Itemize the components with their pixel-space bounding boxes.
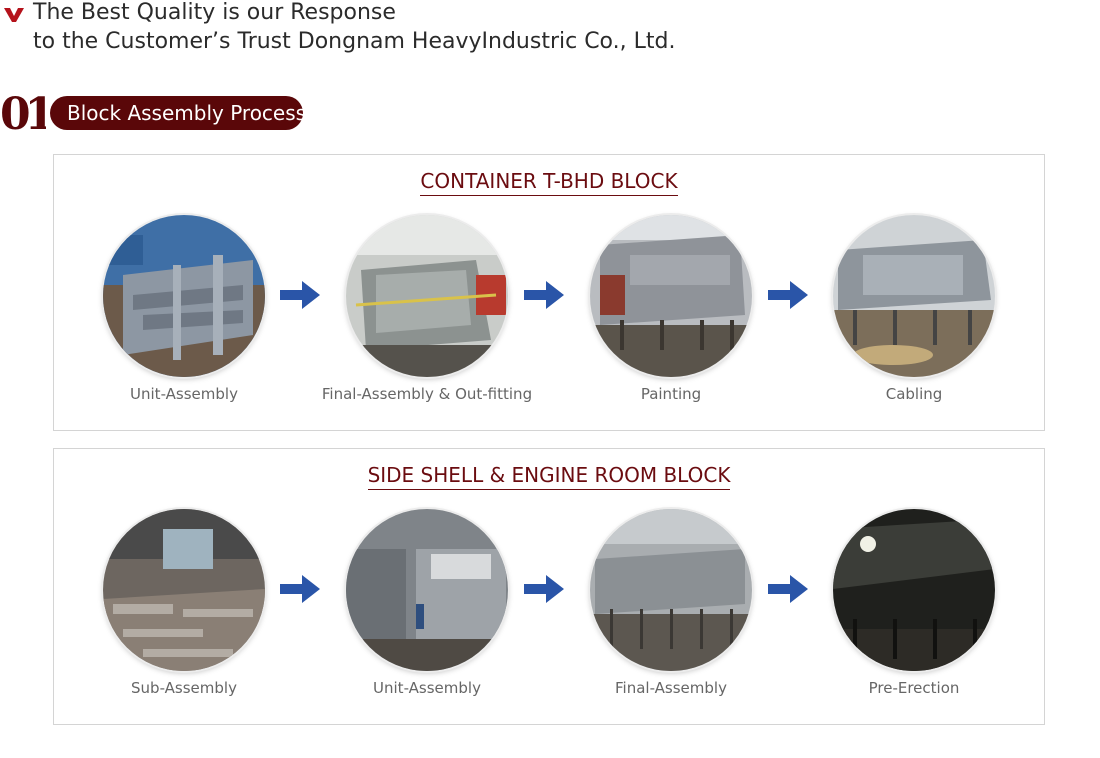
arrow-right-icon xyxy=(280,575,320,603)
step-label: Final-Assembly & Out-fitting xyxy=(321,385,533,403)
step-label: Painting xyxy=(640,385,702,403)
step-label: Unit-Assembly xyxy=(373,679,481,697)
process-step: Sub-Assembly xyxy=(64,509,304,697)
header-line-1: The Best Quality is our Response xyxy=(33,0,396,25)
section-title: Block Assembly Process xyxy=(50,96,306,130)
cabling-block-photo xyxy=(833,215,995,377)
header-line-2: to the Customer’s Trust Dongnam HeavyInd… xyxy=(33,29,676,54)
arrow-right-icon xyxy=(524,281,564,309)
arrow-right-icon xyxy=(280,281,320,309)
side-shell-photo xyxy=(590,509,752,671)
steel-blocks-photo xyxy=(103,215,265,377)
step-label: Sub-Assembly xyxy=(131,679,237,697)
block-title: SIDE SHELL & ENGINE ROOM BLOCK xyxy=(367,463,731,490)
arrow-right-icon xyxy=(524,575,564,603)
step-label: Unit-Assembly xyxy=(130,385,238,403)
dark-hall-photo xyxy=(833,509,995,671)
workshop-unit-photo xyxy=(346,509,508,671)
step-label: Pre-Erection xyxy=(868,679,960,697)
process-step: Cabling xyxy=(794,215,1034,403)
section-number: 01 xyxy=(0,93,46,133)
process-step: Unit-Assembly xyxy=(307,509,547,697)
process-step: Unit-Assembly xyxy=(64,215,304,403)
block-title: CONTAINER T-BHD BLOCK xyxy=(420,169,678,196)
side-shell-block-panel: SIDE SHELL & ENGINE ROOM BLOCK Sub-Assem… xyxy=(53,448,1045,725)
step-label: Final-Assembly xyxy=(615,679,727,697)
arrow-right-icon xyxy=(768,281,808,309)
container-block-panel: CONTAINER T-BHD BLOCK Unit-Assembly xyxy=(53,154,1045,431)
section-number-badge: 01 xyxy=(0,93,46,133)
process-step: Painting xyxy=(551,215,791,403)
painted-block-photo xyxy=(590,215,752,377)
process-step: Pre-Erection xyxy=(794,509,1034,697)
arrow-right-icon xyxy=(768,575,808,603)
check-mark-icon xyxy=(4,8,24,22)
step-label: Cabling xyxy=(885,385,943,403)
steel-plates-photo xyxy=(103,509,265,671)
process-step: Final-Assembly & Out-fitting xyxy=(307,215,547,403)
page-header: The Best Quality is our Response to the … xyxy=(0,0,1100,60)
block-assembly-photo xyxy=(346,215,508,377)
process-step: Final-Assembly xyxy=(551,509,791,697)
